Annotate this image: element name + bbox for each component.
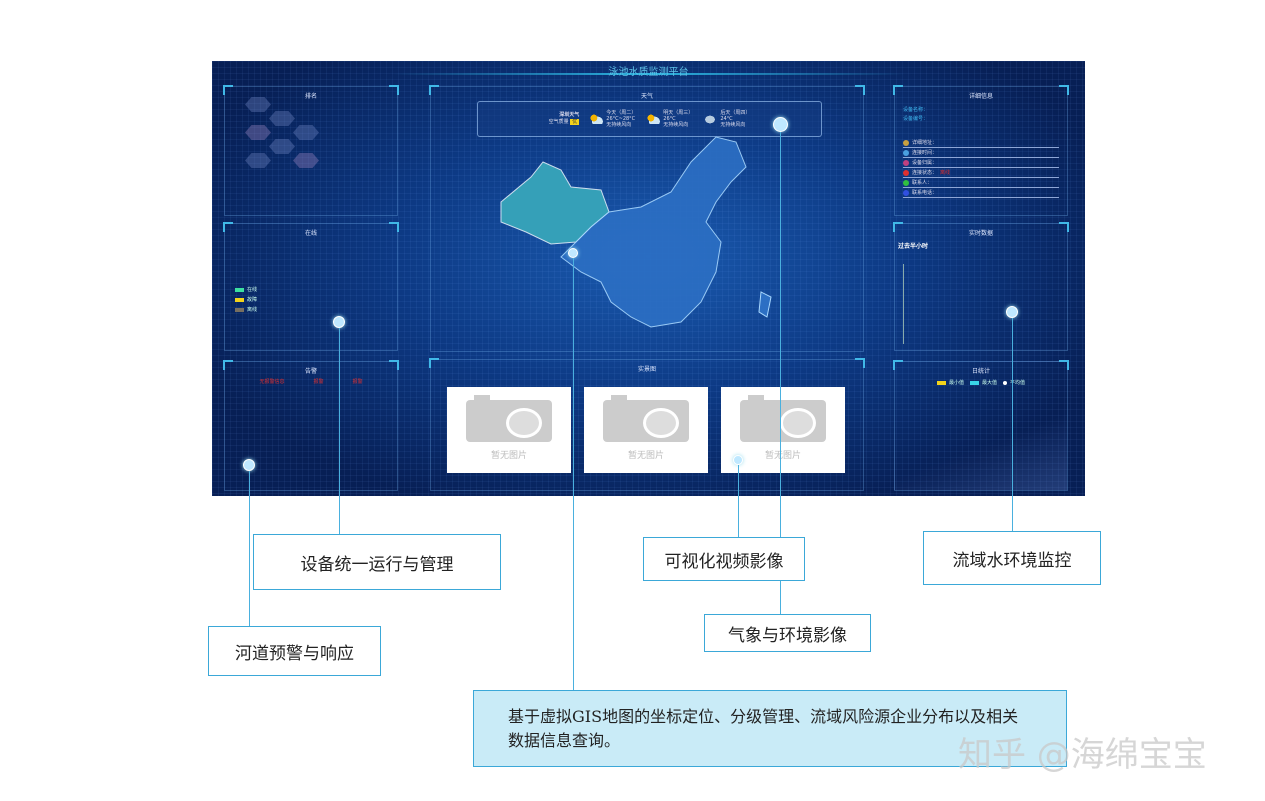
callout-gis: 基于虚拟GIS地图的坐标定位、分级管理、流域风险源企业分布以及相关数据信息查询。: [473, 690, 1067, 767]
camera-icon: [603, 394, 689, 442]
callout-marker: [1006, 306, 1018, 318]
daily-legend: 最小值 最大值 平均值: [895, 379, 1067, 386]
callout-river-warning: 河道预警与响应: [208, 626, 381, 676]
panel-title: 详细信息: [968, 93, 993, 100]
map-region-east: [560, 136, 747, 328]
rain-cloud-icon: [703, 114, 718, 124]
daily-stats-panel: 日统计 最小值 最大值 平均值: [893, 360, 1069, 491]
callout-marker: [733, 455, 743, 465]
detail-row: 设备归属：: [903, 158, 1059, 168]
alarm-item[interactable]: 无报警信息: [259, 379, 285, 385]
callout-device-management: 设备统一运行与管理: [253, 534, 501, 590]
detail-row: 连接状态：离线: [903, 168, 1059, 178]
realtime-panel: 实时数据 过去半小时: [893, 222, 1069, 351]
dashboard-title: 泳池水质监测平台: [608, 67, 689, 78]
legend-item: 故障: [235, 296, 257, 303]
panel-title: 排名: [304, 93, 317, 100]
callout-marker: [568, 248, 578, 258]
panel-title: 在线: [304, 230, 317, 237]
callout-video: 可视化视频影像: [643, 537, 805, 581]
photo-placeholder[interactable]: 暂无图片: [447, 387, 571, 473]
air-quality-badge: 优: [570, 119, 580, 125]
weather-city: 深圳天气: [559, 112, 580, 118]
camera-icon: [740, 394, 826, 442]
dashboard-screenshot: 泳池水质监测平台 排名 在线 在线 故障 离线 告警 无报警信息 报警 报警 天…: [212, 61, 1085, 496]
details-panel: 详细信息 设备名称： 设备编号： 详细地址： 连接时间： 设备归属： 连接状态：…: [893, 85, 1069, 216]
panel-title: 告警: [304, 368, 317, 375]
sun-cloud-icon: [646, 114, 661, 124]
legend-item: 在线: [235, 286, 257, 293]
realtime-subtitle: 过去半小时: [898, 243, 929, 250]
callout-marker: [243, 459, 255, 471]
status-badge: 离线: [940, 170, 951, 176]
ranking-panel: 排名: [223, 85, 399, 216]
callout-marker: [333, 316, 345, 328]
callout-basin: 流域水环境监控: [923, 531, 1101, 585]
callout-marker: [773, 117, 788, 132]
photo-placeholder[interactable]: 暂无图片: [584, 387, 708, 473]
detail-row: 连接时间：: [903, 148, 1059, 158]
air-quality-label: 空气质量: [548, 119, 569, 125]
alarm-panel: 告警 无报警信息 报警 报警: [223, 360, 399, 491]
live-photo-panel: 实景图 暂无图片 暂无图片 暂无图片: [429, 358, 865, 491]
device-name-label: 设备名称：: [903, 107, 929, 113]
alarm-item[interactable]: 报警: [352, 379, 363, 385]
detail-row: 详细地址：: [903, 138, 1059, 148]
alarm-item[interactable]: 报警: [313, 379, 324, 385]
watermark: 知乎 @海绵宝宝: [958, 735, 1207, 775]
panel-title: 日统计: [971, 368, 990, 375]
china-map[interactable]: [491, 132, 791, 347]
detail-row: 联系电话：: [903, 188, 1059, 198]
title-decoration: [392, 73, 905, 75]
device-code-label: 设备编号：: [903, 116, 929, 122]
sun-cloud-icon: [589, 114, 604, 124]
panel-title: 实景图: [637, 366, 656, 373]
panel-title: 天气: [640, 93, 653, 100]
camera-icon: [466, 394, 552, 442]
callout-weather: 气象与环境影像: [704, 614, 871, 652]
alarm-list: 无报警信息 报警 报警: [245, 378, 377, 385]
panel-title: 实时数据: [968, 230, 993, 237]
detail-row: 联系人：: [903, 178, 1059, 188]
online-panel: 在线 在线 故障 离线: [223, 222, 399, 351]
legend-item: 离线: [235, 306, 257, 313]
